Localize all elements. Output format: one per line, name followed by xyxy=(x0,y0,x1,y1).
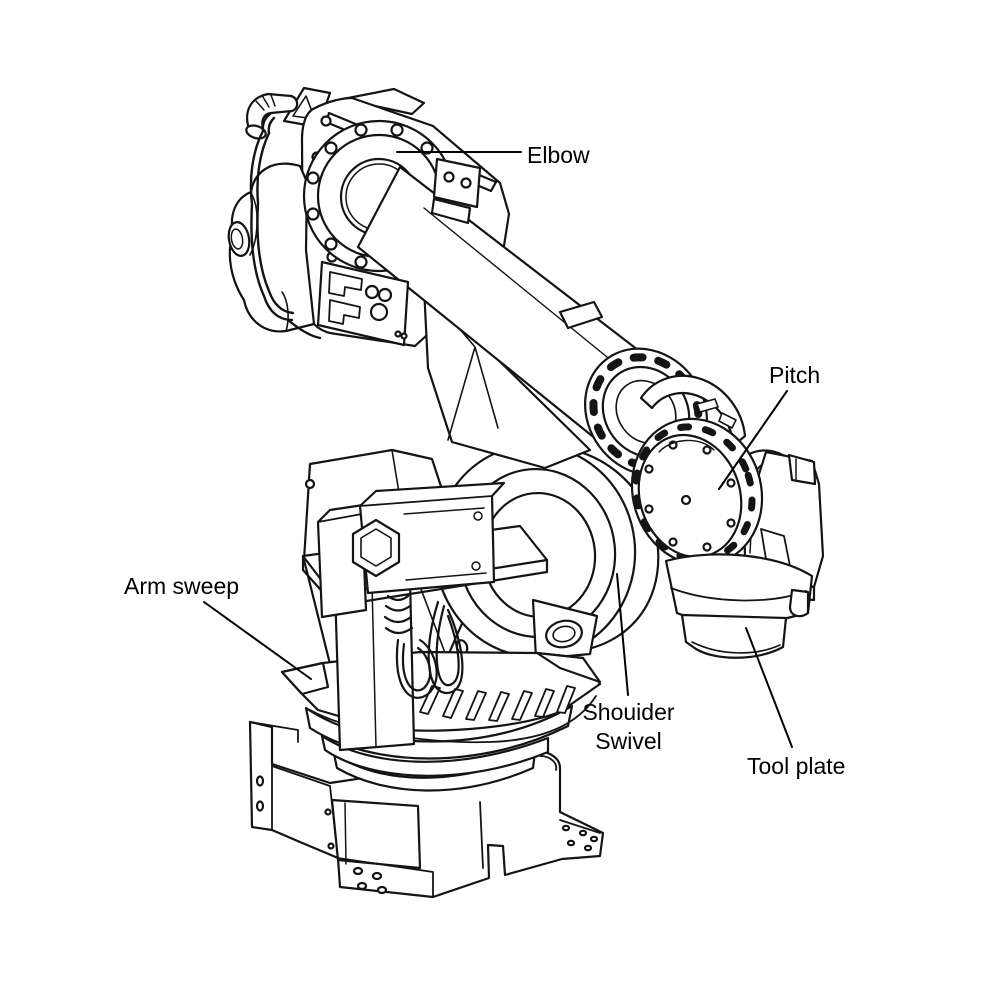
leader-line-arm-sweep xyxy=(203,601,312,680)
leader-line-tool-plate xyxy=(745,627,793,748)
label-shoulder-swivel-line2: Swivel xyxy=(595,728,662,754)
junction-panel xyxy=(316,260,410,347)
tool-plate-drum xyxy=(664,553,814,659)
motor-assembly xyxy=(301,481,549,752)
pitch-flange-disc xyxy=(630,417,764,567)
leader-line-shoulder-swivel xyxy=(616,573,629,696)
label-elbow: Elbow xyxy=(527,142,590,168)
label-pitch: Pitch xyxy=(769,362,821,388)
motor-cables xyxy=(383,594,464,699)
label-shoulder-swivel-line1: Shouider xyxy=(582,699,675,725)
label-arm-sweep: Arm sweep xyxy=(124,573,240,599)
elbow-cables xyxy=(249,112,322,340)
label-shoulder-swivel: Shouider Swivel xyxy=(556,698,701,756)
leader-line-pitch xyxy=(718,390,788,490)
label-tool-plate: Tool plate xyxy=(747,753,846,779)
